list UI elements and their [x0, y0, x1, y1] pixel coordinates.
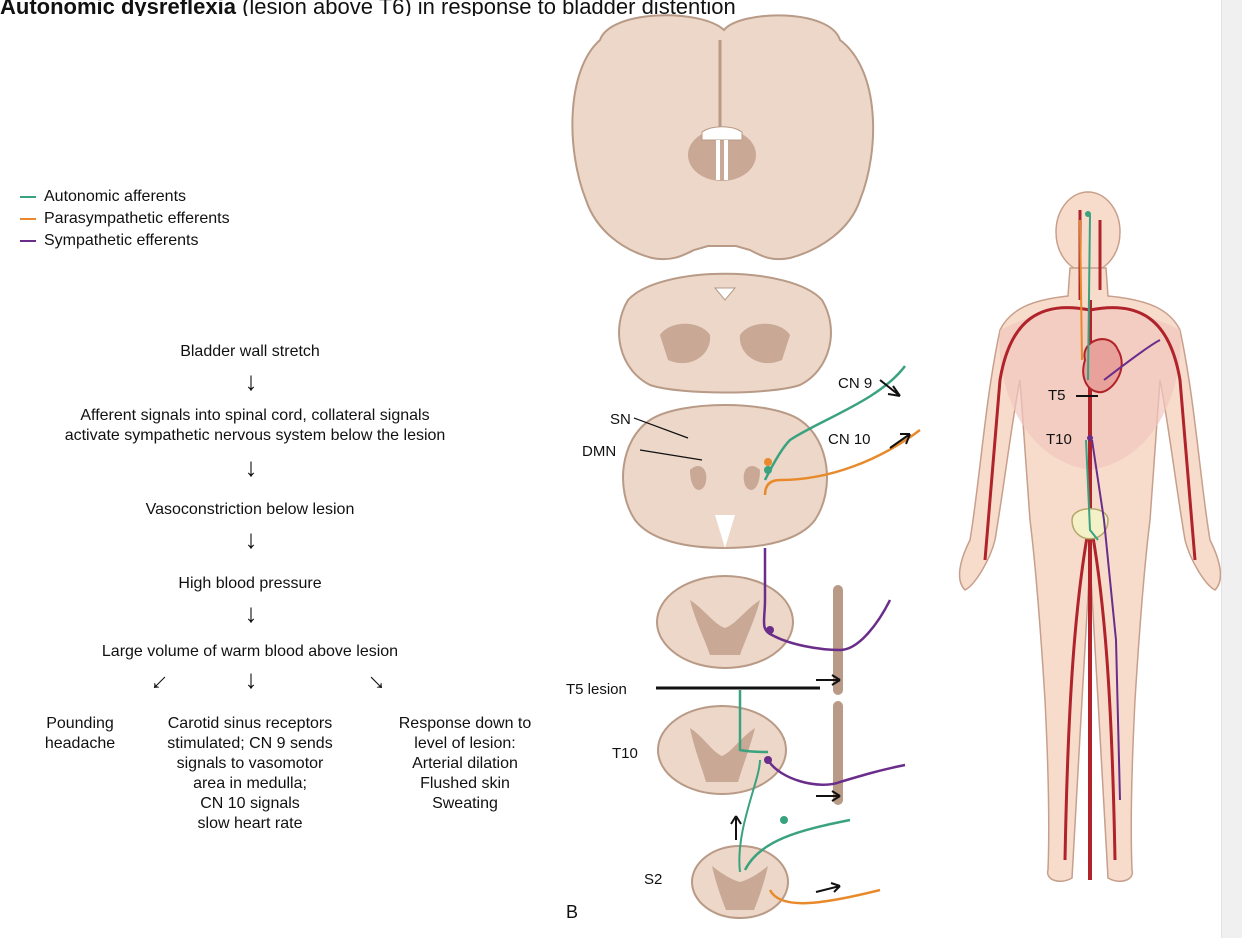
flow-step-vasoconstriction: Vasoconstriction below lesion — [145, 501, 355, 518]
legend: Autonomic afferents Parasympathetic effe… — [20, 186, 230, 252]
outcome-response: Response down to level of lesion: Arteri… — [398, 715, 532, 812]
flow-step-warm-blood: Large volume of warm blood above lesion — [101, 643, 399, 660]
legend-label: Sympathetic efferents — [44, 232, 199, 249]
spinal-cord-s2 — [691, 845, 789, 919]
label-cn9: CN 9 — [838, 375, 872, 392]
flowchart: Bladder wall stretch ↓ Afferent signals … — [0, 0, 560, 938]
label-s2: S2 — [644, 871, 662, 888]
arrow-down-icon: ↓ — [244, 452, 258, 482]
legend-item-afferent: Autonomic afferents — [20, 186, 230, 208]
legend-label: Parasympathetic efferents — [44, 210, 230, 227]
pons-section — [618, 272, 832, 394]
label-t5-lesion: T5 lesion — [566, 681, 627, 698]
legend-swatch-parasympathetic — [20, 218, 36, 220]
body-figure — [958, 191, 1222, 882]
nerve-pathways — [738, 365, 921, 905]
legend-swatch-afferent — [20, 196, 36, 198]
legend-item-parasympathetic: Parasympathetic efferents — [20, 208, 230, 230]
anatomy-diagram: CN 9 CN 10 SN DMN T5 lesion T10 S2 B T5 … — [566, 14, 1222, 922]
arrow-down-icon: ↓ — [244, 366, 258, 396]
body-label-t10: T10 — [1046, 431, 1072, 448]
label-sn: SN — [610, 411, 631, 428]
direction-arrows — [730, 379, 911, 893]
title-rest: (lesion above T6) in response to bladder… — [235, 0, 736, 16]
flow-step-blood-pressure: High blood pressure — [178, 575, 322, 592]
body-label-t5: T5 — [1048, 387, 1066, 404]
outcome-headache: Pounding headache — [44, 715, 116, 752]
spinal-cord-t5 — [656, 575, 843, 695]
figure-title: Autonomic dysreflexia (lesion above T6) … — [0, 0, 1222, 16]
legend-label: Autonomic afferents — [44, 188, 187, 205]
label-t10: T10 — [612, 745, 638, 762]
scrollbar[interactable] — [1221, 0, 1242, 938]
title-bold: Autonomic dysreflexia — [0, 0, 236, 16]
label-cn10: CN 10 — [828, 431, 871, 448]
arrow-down-icon: ↓ — [244, 524, 258, 554]
flow-step-afferent: Afferent signals into spinal cord, colla… — [64, 407, 446, 444]
arrow-down-icon: ↓ — [244, 664, 258, 694]
medulla-section — [622, 404, 828, 550]
arrow-down-icon: ↓ — [244, 598, 258, 628]
spinal-cord-t10 — [657, 701, 843, 805]
arrow-diagonal-left-icon: ↓ — [145, 665, 177, 697]
arrow-diagonal-right-icon: ↓ — [359, 665, 391, 697]
flow-step-bladder: Bladder wall stretch — [180, 343, 320, 360]
heart-icon — [1082, 338, 1123, 394]
dmn-leader — [639, 449, 703, 461]
brain-section — [571, 14, 875, 261]
legend-swatch-sympathetic — [20, 240, 36, 242]
sn-leader — [633, 417, 689, 439]
label-dmn: DMN — [582, 443, 616, 460]
panel-label-b: B — [566, 902, 578, 922]
legend-item-sympathetic: Sympathetic efferents — [20, 230, 230, 252]
outcome-carotid: Carotid sinus receptors stimulated; CN 9… — [167, 715, 333, 832]
